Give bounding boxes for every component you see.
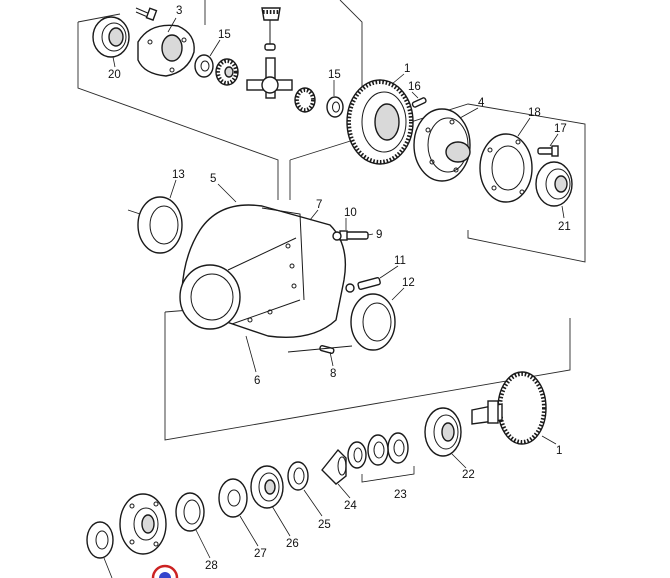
part-10-washer: [332, 231, 342, 241]
callout-15-left: 15: [218, 29, 231, 41]
callout-10: 10: [344, 207, 357, 219]
callout-7: 7: [316, 199, 322, 211]
callout-23: 23: [394, 489, 407, 501]
part-28-oil-seal: [175, 492, 205, 532]
part-11-stud: [345, 277, 381, 293]
side-gear-left: [215, 58, 239, 86]
callout-labels: 3 15 20 1 15 16 4 18 17 21 13 5 7 10 9 1…: [108, 5, 571, 572]
callout-25: 25: [318, 519, 331, 531]
part-21-bearing: [535, 161, 573, 207]
callout-5: 5: [210, 173, 216, 185]
part-23-shims: [347, 432, 415, 483]
callout-21: 21: [558, 221, 571, 233]
part-18-flange-plate: [479, 133, 533, 203]
part-13-seal: [127, 196, 183, 254]
callout-12: 12: [402, 277, 415, 289]
part-17-bolt: [537, 145, 559, 157]
callout-8: 8: [330, 368, 336, 380]
part-25-ring: [287, 461, 309, 491]
part-1-pinion-gear-lower: [471, 371, 547, 445]
callout-4: 4: [478, 97, 485, 109]
callout-16: 16: [408, 81, 421, 93]
part-22-bearing: [424, 407, 462, 457]
leader-lines: [112, 17, 565, 559]
part-27-washer: [218, 478, 248, 518]
part-20-bearing-cup: [92, 16, 130, 58]
part-26-bearing: [250, 465, 284, 509]
callout-18: 18: [528, 107, 541, 119]
part-1-ring-gear-upper: [346, 79, 414, 165]
part-4-differential-case: [413, 108, 471, 182]
callout-1-lower: 1: [556, 445, 562, 457]
callout-22: 22: [462, 469, 475, 481]
callout-15-right: 15: [328, 69, 341, 81]
part-16-pin: [411, 97, 427, 108]
highlight-marker[interactable]: [151, 564, 179, 578]
callout-28: 28: [205, 560, 218, 572]
frame-top-group: [77, 0, 363, 200]
callout-20: 20: [108, 69, 121, 81]
pinion-gear-right: [294, 87, 316, 113]
part-24-collapsible-spacer: [321, 448, 347, 485]
part-8-pin: [287, 345, 353, 354]
companion-flange: [119, 493, 167, 555]
part-5-main-housing: [179, 204, 347, 338]
callout-11: 11: [394, 255, 406, 267]
differential-cross-shaft: [246, 7, 293, 99]
callout-26: 26: [286, 538, 299, 550]
callout-24: 24: [344, 500, 357, 512]
callout-27: 27: [254, 548, 267, 560]
callout-9: 9: [376, 229, 382, 241]
callout-17: 17: [554, 123, 567, 135]
part-12-seal: [350, 293, 396, 351]
part-15-thrust-washer-left: [194, 54, 214, 78]
flange-nut: [86, 521, 114, 578]
callout-13: 13: [172, 169, 185, 181]
part-9-bolt: [339, 230, 369, 241]
part-15-thrust-washer-right: [326, 96, 344, 118]
part-3-housing: [137, 24, 195, 77]
callout-3: 3: [176, 5, 182, 17]
callout-1-upper: 1: [404, 63, 410, 75]
bolt-top: [135, 7, 158, 21]
callout-6: 6: [254, 375, 260, 387]
